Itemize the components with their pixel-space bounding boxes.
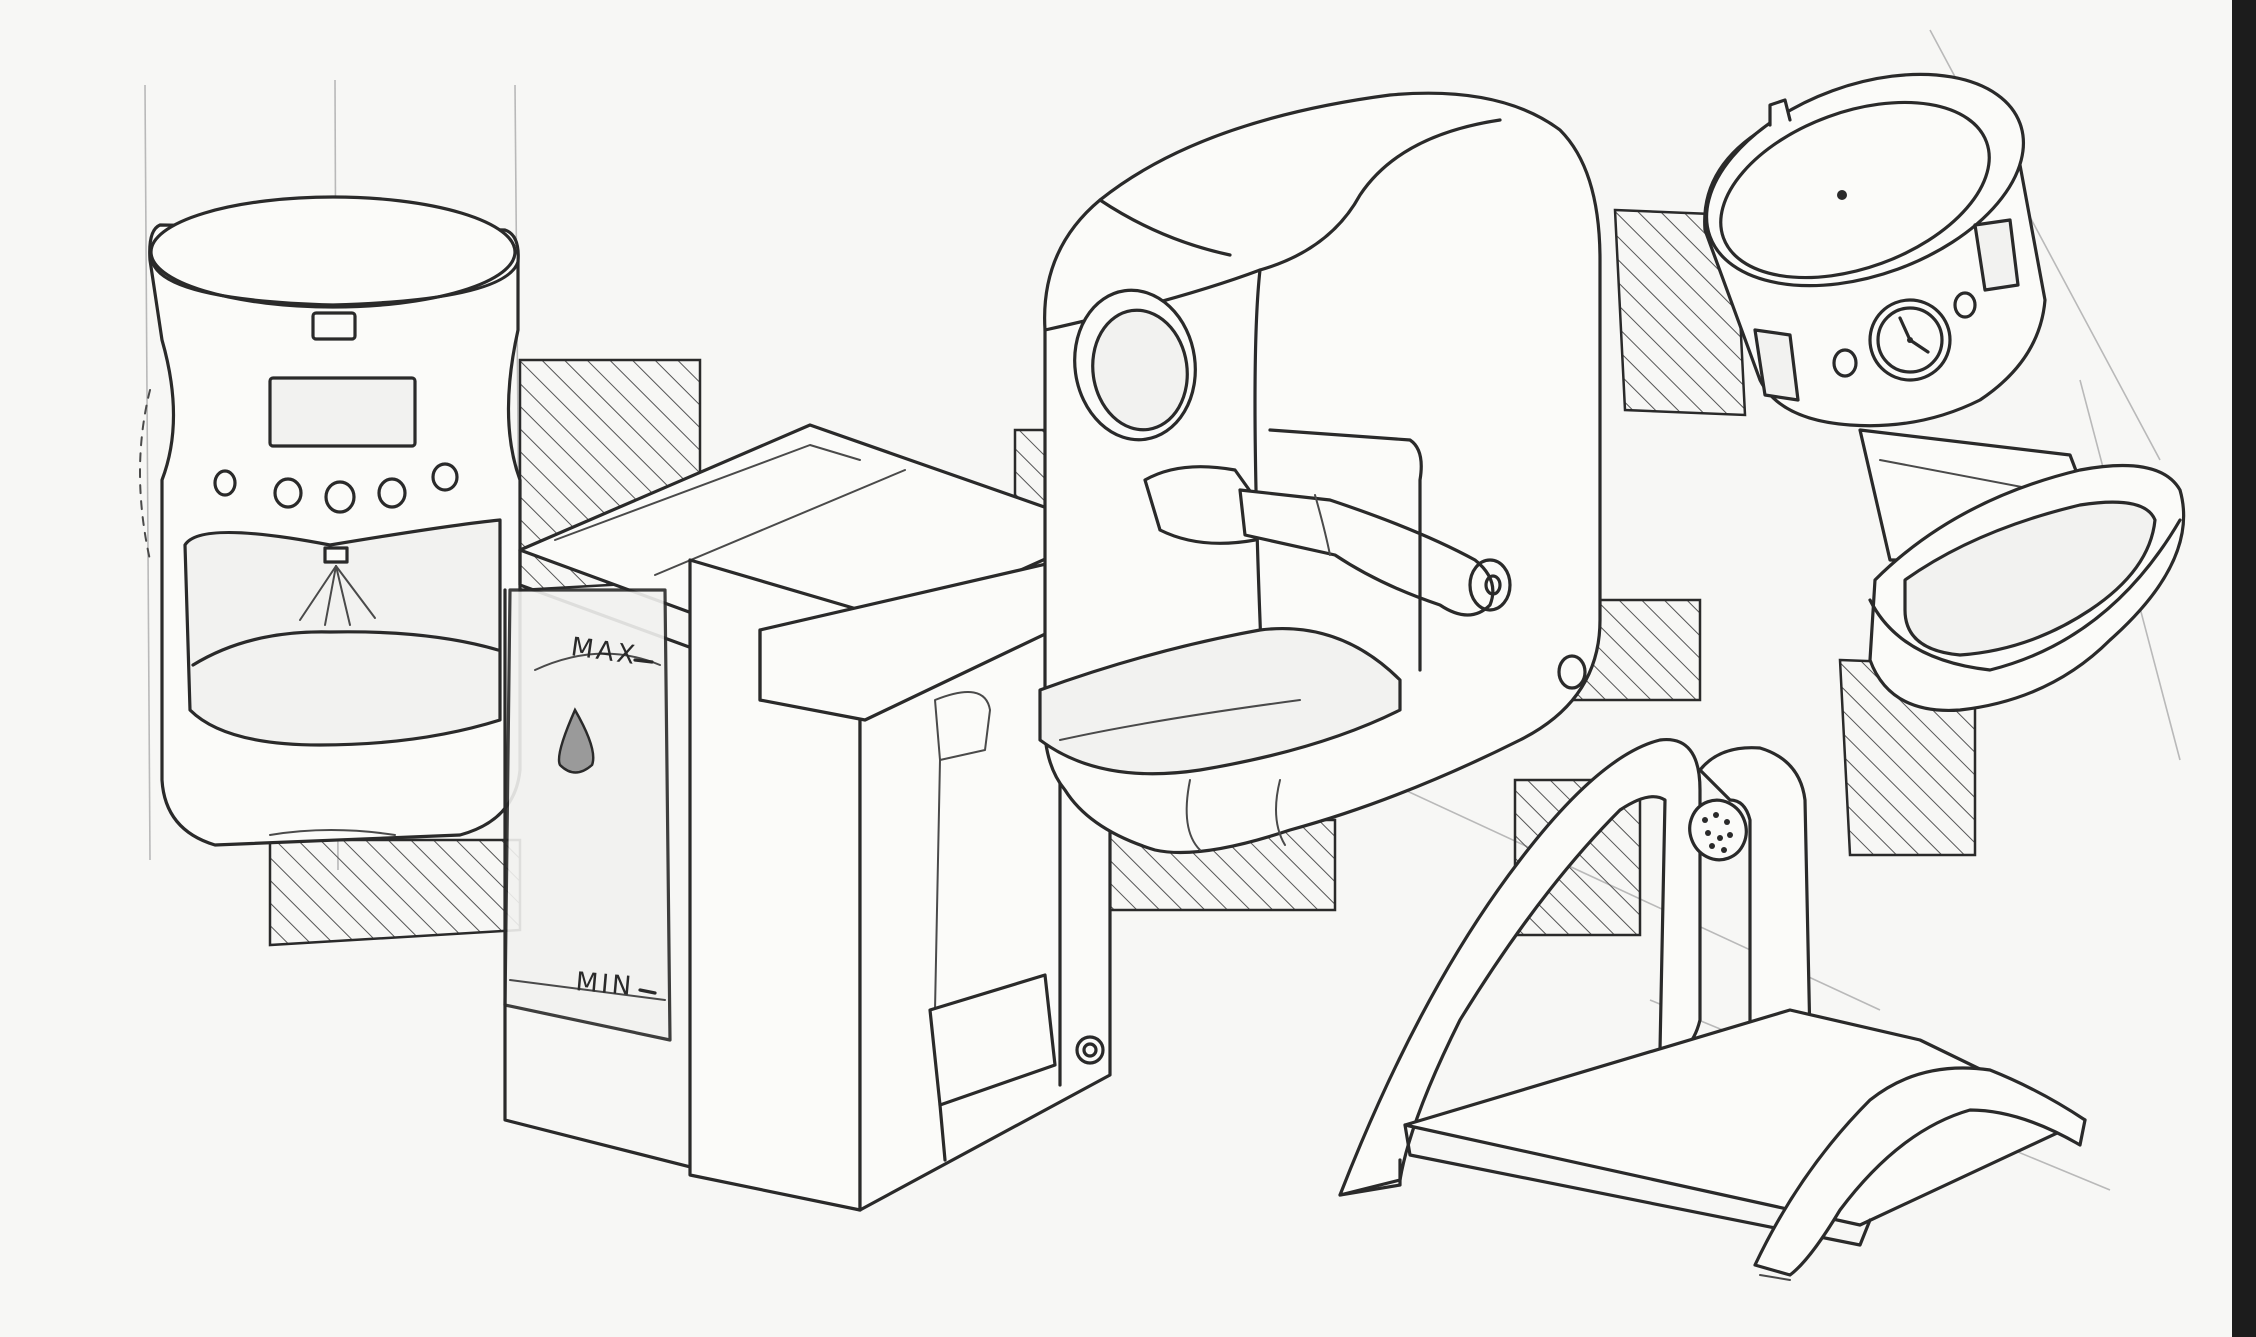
brewer-sketch: MAX MIN xyxy=(503,423,1112,1212)
min-level-label: MIN xyxy=(574,967,635,1002)
grinder-scale-sketch xyxy=(1703,72,2186,713)
grinder-buttons xyxy=(213,462,459,514)
paper-edge xyxy=(2232,0,2256,1337)
grinder-sketch xyxy=(139,195,522,847)
frother-stand-sketch xyxy=(1338,738,2087,1281)
water-drop-icon xyxy=(557,707,595,774)
top-dot xyxy=(1837,190,1847,200)
showerhead-holes xyxy=(1702,812,1733,853)
spray-lines xyxy=(299,565,376,626)
espresso-machine-sketch xyxy=(1038,91,1602,855)
clock-icon xyxy=(1868,298,1952,382)
